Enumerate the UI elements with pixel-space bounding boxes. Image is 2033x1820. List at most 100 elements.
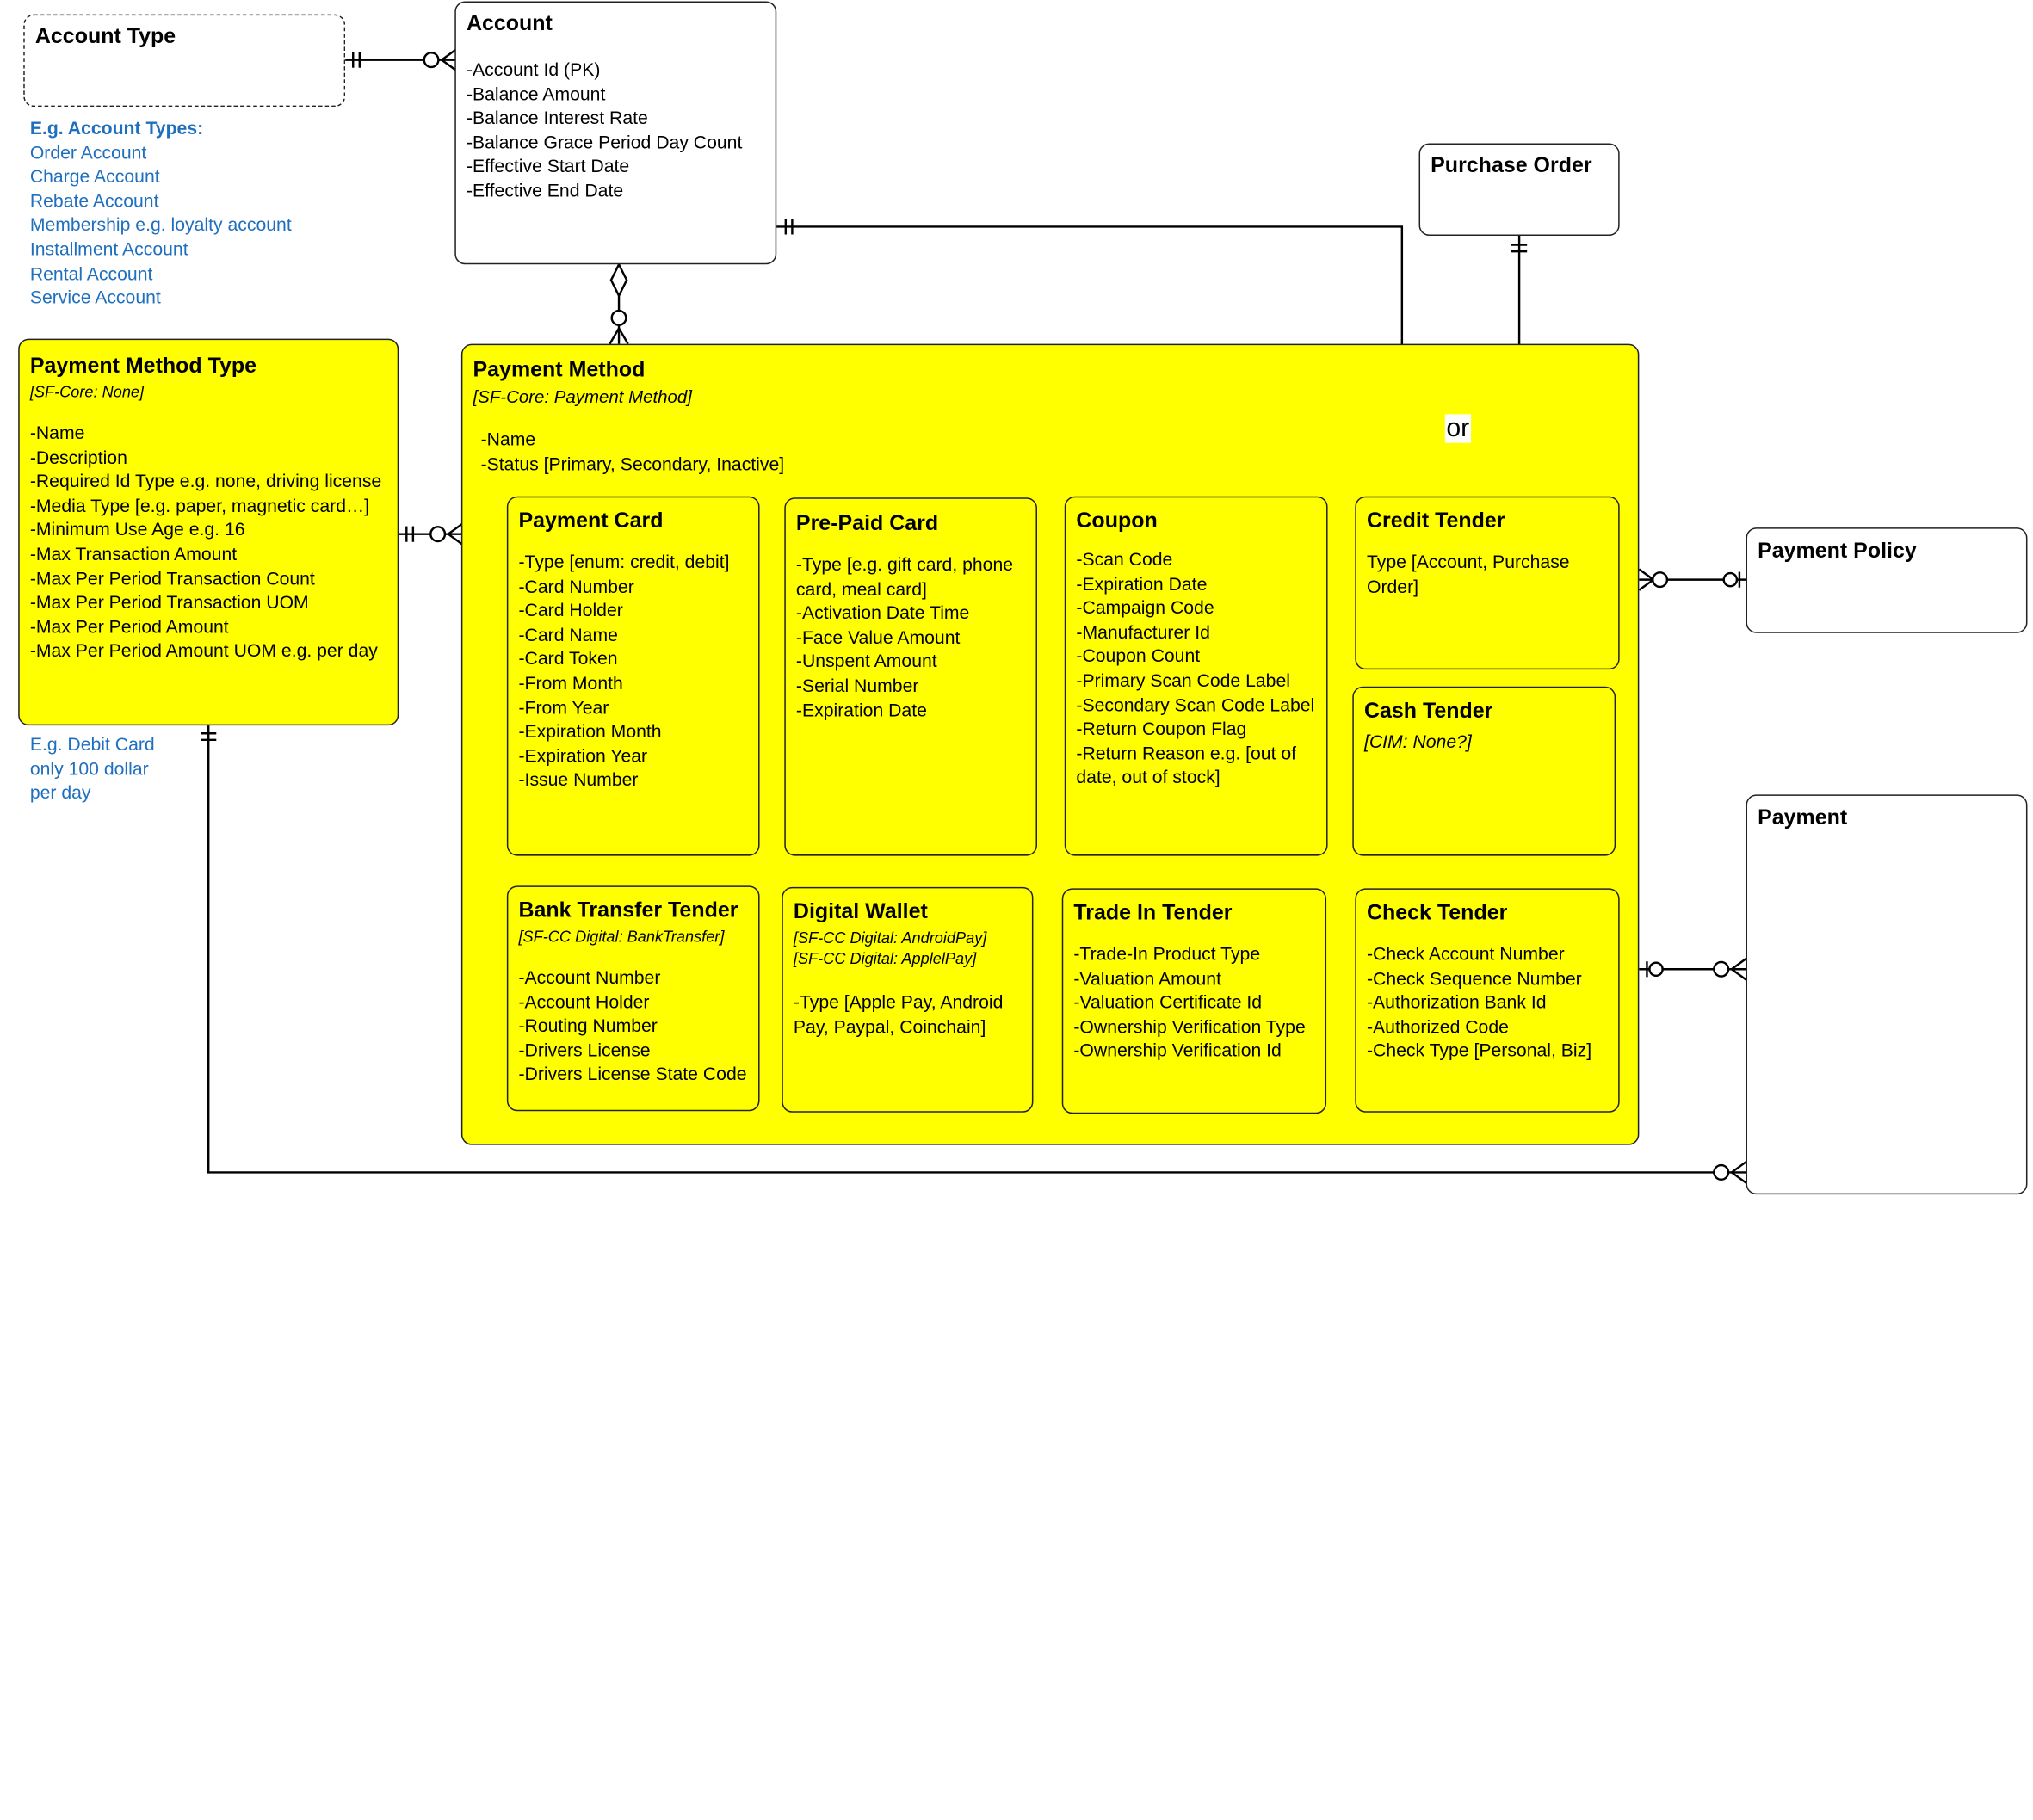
attribute-list: -Check Account Number -Check Sequence Nu… bbox=[1367, 941, 1608, 1063]
entity-title: Payment Method bbox=[473, 358, 646, 382]
entity-account[interactable]: Account -Account Id (PK) -Balance Amount… bbox=[454, 1, 777, 265]
entity-cash-tender[interactable]: Cash Tender [CIM: None?] bbox=[1352, 686, 1616, 856]
attribute: -Return Reason e.g. [out of date, out of… bbox=[1076, 742, 1297, 787]
note-line: Order Account bbox=[29, 141, 147, 163]
attribute: -Description bbox=[29, 446, 127, 467]
attribute: -Balance Interest Rate bbox=[466, 107, 648, 128]
entity-purchase-order[interactable]: Purchase Order bbox=[1418, 143, 1620, 236]
entity-title: Credit Tender bbox=[1366, 509, 1505, 534]
note-line: Rental Account bbox=[29, 262, 153, 284]
attribute: -Expiration Year bbox=[518, 744, 648, 766]
attribute: -Max Transaction Amount bbox=[29, 543, 238, 565]
entity-title: Payment Method Type bbox=[29, 354, 257, 379]
attribute: -Unspent Amount bbox=[795, 650, 937, 672]
attribute: -Max Per Period Amount bbox=[29, 615, 229, 637]
attribute: -From Month bbox=[518, 672, 623, 694]
note-line: per day bbox=[29, 781, 91, 803]
attribute: -Return Coupon Flag bbox=[1076, 718, 1247, 739]
attribute: -Activation Date Time bbox=[795, 602, 970, 623]
attribute: -From Year bbox=[518, 696, 609, 718]
entity-title: Check Tender bbox=[1366, 901, 1508, 925]
entity-title: Coupon bbox=[1076, 509, 1158, 534]
attribute: -Status [Primary, Secondary, Inactive] bbox=[480, 453, 785, 474]
entity-title: Payment Card bbox=[518, 509, 664, 534]
entity-title: Digital Wallet bbox=[793, 900, 928, 924]
entity-subtitle: [SF-Core: Payment Method] bbox=[473, 386, 692, 407]
attribute: Type [Account, Purchase Order] bbox=[1366, 551, 1570, 596]
attribute: -Drivers License State Code bbox=[518, 1063, 747, 1085]
entity-title: Pre-Paid Card bbox=[795, 511, 939, 536]
note-line: E.g. Debit Card bbox=[29, 733, 155, 755]
attribute: -Routing Number bbox=[518, 1015, 658, 1036]
entity-subtitle: [SF-CC Digital: AndroidPay] bbox=[793, 929, 987, 947]
note-line: Rebate Account bbox=[29, 189, 159, 211]
entity-check-tender[interactable]: Check Tender -Check Account Number -Chec… bbox=[1355, 888, 1620, 1113]
attribute-list: -Trade-In Product Type -Valuation Amount… bbox=[1073, 941, 1314, 1063]
attribute: -Max Per Period Transaction UOM bbox=[29, 591, 309, 613]
attribute: -Authorization Bank Id bbox=[1366, 991, 1547, 1013]
note-line: Charge Account bbox=[29, 165, 160, 187]
note-line: only 100 dollar bbox=[29, 757, 149, 779]
note-line: Membership e.g. loyalty account bbox=[29, 213, 292, 236]
entity-subtitle: [SF-CC Digital: BankTransfer] bbox=[518, 927, 725, 947]
entity-digital-wallet[interactable]: Digital Wallet [SF-CC Digital: AndroidPa… bbox=[782, 886, 1034, 1113]
entity-coupon[interactable]: Coupon -Scan Code -Expiration Date -Camp… bbox=[1064, 496, 1328, 856]
attribute: -Type [e.g. gift card, phone card, meal … bbox=[795, 553, 1014, 599]
entity-account-type[interactable]: Account Type bbox=[23, 14, 346, 108]
entity-title: Payment Policy bbox=[1758, 539, 1917, 563]
attribute: -Account Id (PK) bbox=[466, 59, 601, 80]
attribute: -Coupon Count bbox=[1076, 645, 1201, 667]
attribute: -Balance Amount bbox=[466, 83, 606, 104]
entity-title: Payment bbox=[1758, 806, 1848, 830]
attribute: -Campaign Code bbox=[1076, 596, 1214, 618]
attribute: -Valuation Amount bbox=[1073, 967, 1221, 989]
entity-subtitle: [SF-Core: None] bbox=[29, 383, 145, 402]
attribute: -Check Type [Personal, Biz] bbox=[1366, 1040, 1592, 1061]
note-line: Installment Account bbox=[29, 238, 188, 260]
attribute: -Secondary Scan Code Label bbox=[1076, 694, 1315, 715]
attribute: -Media Type [e.g. paper, magnetic card…] bbox=[29, 494, 370, 516]
attribute: -Card Name bbox=[518, 623, 618, 645]
or-constraint-label: or bbox=[1444, 414, 1471, 443]
note-heading: E.g. Account Types: bbox=[29, 117, 204, 139]
attribute-list: Type [Account, Purchase Order] bbox=[1367, 550, 1608, 598]
attribute: -Type [Apple Pay, Android Pay, Paypal, C… bbox=[793, 991, 1004, 1037]
attribute: -Type [enum: credit, debit] bbox=[518, 551, 730, 572]
attribute-list: -Account Number -Account Holder -Routing… bbox=[518, 966, 747, 1087]
attribute: -Serial Number bbox=[795, 675, 919, 696]
entity-payment-card[interactable]: Payment Card -Type [enum: credit, debit]… bbox=[506, 496, 760, 856]
attribute: -Ownership Verification Id bbox=[1073, 1040, 1282, 1061]
attribute: -Primary Scan Code Label bbox=[1076, 669, 1290, 691]
attribute: -Manufacturer Id bbox=[1076, 620, 1210, 642]
attribute: -Ownership Verification Type bbox=[1073, 1015, 1306, 1037]
entity-trade-in-tender[interactable]: Trade In Tender -Trade-In Product Type -… bbox=[1061, 888, 1327, 1114]
rel-payment-method-policy bbox=[1638, 568, 1746, 591]
attribute-list: -Name -Status [Primary, Secondary, Inact… bbox=[473, 428, 1628, 476]
attribute: -Authorized Code bbox=[1366, 1015, 1509, 1037]
entity-pre-paid-card[interactable]: Pre-Paid Card -Type [e.g. gift card, pho… bbox=[784, 497, 1037, 856]
entity-credit-tender[interactable]: Credit Tender Type [Account, Purchase Or… bbox=[1355, 496, 1620, 670]
entity-title: Account bbox=[466, 11, 553, 35]
attribute: -Trade-In Product Type bbox=[1073, 942, 1261, 965]
entity-title: Cash Tender bbox=[1363, 699, 1493, 724]
entity-title: Bank Transfer Tender bbox=[518, 898, 738, 922]
rel-pmt-type-payment-method bbox=[399, 522, 464, 546]
attribute: -Effective Start Date bbox=[466, 155, 630, 176]
entity-payment-policy[interactable]: Payment Policy bbox=[1746, 527, 2028, 633]
entity-bank-transfer-tender[interactable]: Bank Transfer Tender [SF-CC Digital: Ban… bbox=[506, 885, 760, 1112]
attribute: -Card Holder bbox=[518, 599, 623, 620]
attribute: -Account Holder bbox=[518, 990, 650, 1012]
rel-account-payment-method bbox=[609, 262, 629, 345]
entity-subtitle-2: [SF-CC Digital: ApplelPay] bbox=[793, 949, 977, 968]
entity-payment[interactable]: Payment bbox=[1746, 794, 2028, 1195]
attribute: -Valuation Certificate Id bbox=[1073, 991, 1263, 1013]
entity-payment-method-type[interactable]: Payment Method Type [SF-Core: None] -Nam… bbox=[18, 338, 399, 726]
entity-title: Purchase Order bbox=[1431, 153, 1592, 177]
attribute: -Drivers License bbox=[518, 1039, 651, 1060]
attribute: -Issue Number bbox=[518, 768, 639, 790]
attribute-list: -Scan Code -Expiration Date -Campaign Co… bbox=[1076, 547, 1316, 789]
rel-payment-method-payment bbox=[1639, 958, 1747, 981]
entity-subtitle: [CIM: None?] bbox=[1363, 731, 1472, 752]
attribute: -Max Per Period Transaction Count bbox=[29, 567, 315, 589]
attribute: -Balance Grace Period Day Count bbox=[466, 131, 743, 152]
